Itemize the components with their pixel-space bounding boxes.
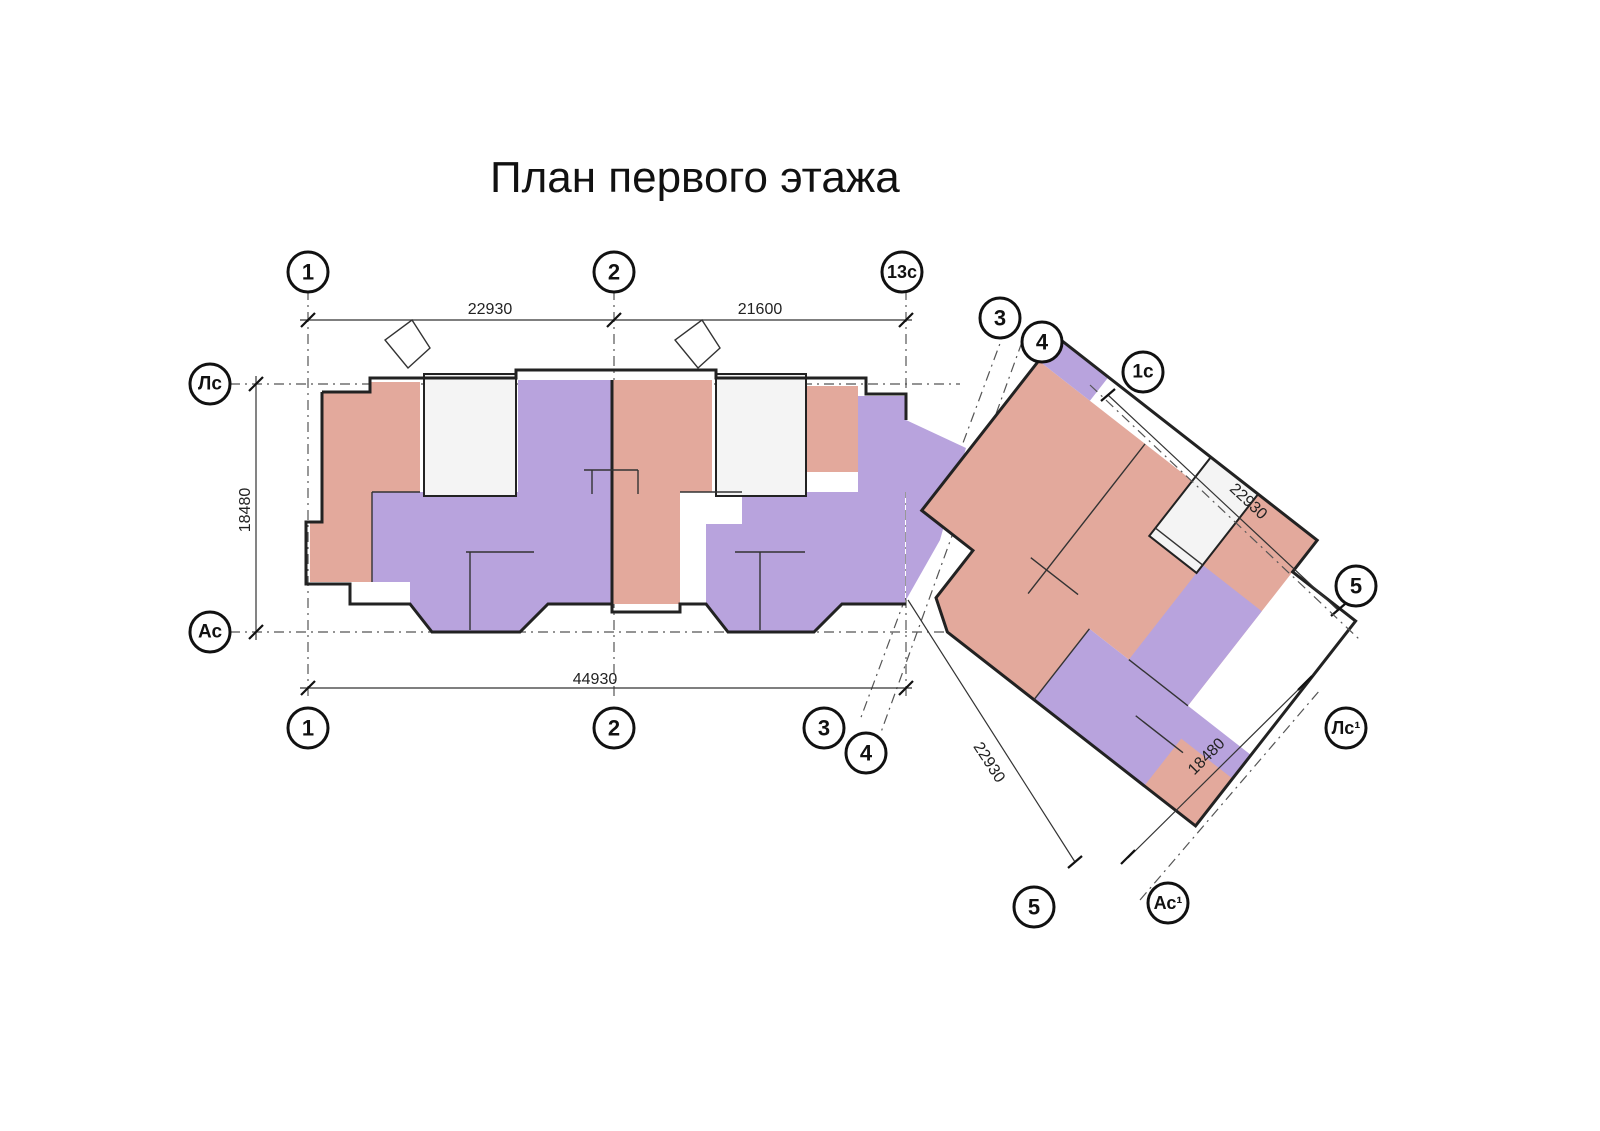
svg-text:Лс: Лс bbox=[198, 374, 222, 395]
rotated-wing bbox=[919, 335, 1358, 829]
svg-text:2: 2 bbox=[608, 716, 620, 741]
svg-text:5: 5 bbox=[1028, 895, 1040, 920]
plan-title: План первого этажа bbox=[490, 153, 900, 202]
stair-core-right bbox=[715, 373, 807, 497]
main-block-rooms bbox=[304, 318, 966, 634]
axis-marker-1-bottom: 1 bbox=[286, 706, 330, 750]
axis-marker-5-right: 5 bbox=[1334, 564, 1378, 608]
svg-text:1с: 1с bbox=[1132, 362, 1154, 383]
room-purple-upper-right bbox=[858, 396, 906, 492]
svg-text:3: 3 bbox=[818, 716, 830, 741]
svg-text:2: 2 bbox=[608, 260, 620, 285]
svg-text:1: 1 bbox=[302, 716, 314, 741]
svg-text:Ас¹: Ас¹ bbox=[1154, 893, 1183, 913]
svg-text:4: 4 bbox=[860, 741, 873, 766]
dim-left-height: 18480 bbox=[237, 488, 254, 533]
room-salmon-upper-right bbox=[806, 386, 858, 472]
room-salmon-mid bbox=[612, 380, 712, 604]
axis-marker-lc-left: Лс bbox=[188, 362, 232, 406]
room-purple-center bbox=[372, 492, 612, 632]
axis-marker-1-top: 1 bbox=[286, 250, 330, 294]
wing-dimensions bbox=[907, 384, 1361, 901]
svg-text:1: 1 bbox=[302, 260, 314, 285]
axis-marker-ac-left: Ас bbox=[188, 610, 232, 654]
axis-marker-lc1: Лс¹ bbox=[1324, 706, 1368, 750]
dim-top-right: 21600 bbox=[738, 301, 783, 318]
axis-marker-13c-top: 13с bbox=[880, 250, 924, 294]
dim-wing-bottom: 22930 bbox=[970, 739, 1009, 786]
svg-text:13с: 13с bbox=[887, 262, 917, 282]
axis-marker-3-top: 3 bbox=[978, 296, 1022, 340]
svg-text:3: 3 bbox=[994, 306, 1006, 331]
svg-text:5: 5 bbox=[1350, 574, 1362, 599]
axis-marker-4-bottom: 4 bbox=[844, 731, 888, 775]
room-purple-upper bbox=[518, 380, 612, 492]
axis-marker-1c: 1с bbox=[1121, 350, 1165, 394]
axis-marker-2-top: 2 bbox=[592, 250, 636, 294]
dim-top-left: 22930 bbox=[468, 301, 513, 318]
stair-core-left bbox=[423, 373, 517, 497]
axis-marker-4-top: 4 bbox=[1020, 320, 1064, 364]
axis-marker-5-bottom: 5 bbox=[1012, 885, 1056, 929]
svg-text:Лс¹: Лс¹ bbox=[1332, 718, 1361, 738]
dim-bottom-total: 44930 bbox=[573, 671, 618, 688]
svg-text:Ас: Ас bbox=[198, 622, 222, 643]
axis-marker-ac1: Ас¹ bbox=[1146, 881, 1190, 925]
axis-marker-2-bottom: 2 bbox=[592, 706, 636, 750]
room-purple-right bbox=[706, 492, 905, 632]
room-salmon-left bbox=[310, 382, 420, 582]
axis-marker-3-bottom: 3 bbox=[802, 706, 846, 750]
svg-text:4: 4 bbox=[1036, 330, 1049, 355]
wing-room-salmon-small bbox=[1144, 738, 1233, 826]
main-dimensions bbox=[248, 312, 914, 696]
